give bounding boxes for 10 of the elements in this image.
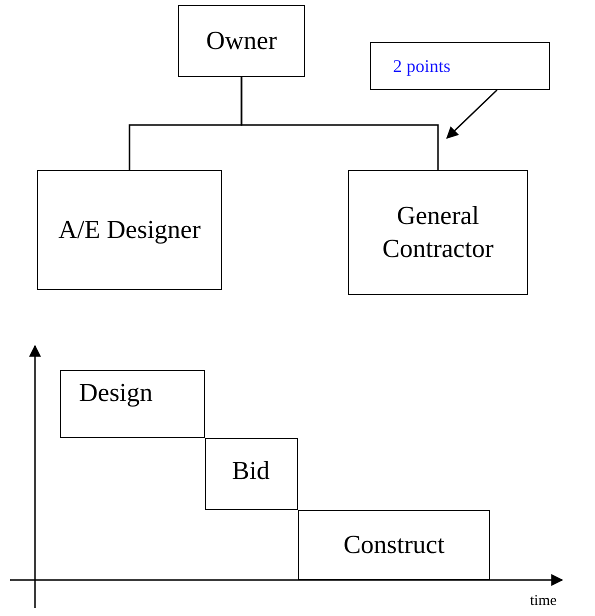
org-box: A/E Designer — [37, 170, 222, 290]
connector-line — [240, 77, 439, 170]
axis-label: time — [530, 593, 557, 610]
phase-box: Design — [60, 370, 205, 438]
org-box: Owner — [178, 5, 305, 77]
callout-box: 2 points — [370, 42, 550, 90]
org-box: General Contractor — [348, 170, 528, 295]
phase-box: Bid — [205, 438, 298, 510]
arrow — [446, 89, 498, 139]
phase-box: Construct — [298, 510, 490, 580]
